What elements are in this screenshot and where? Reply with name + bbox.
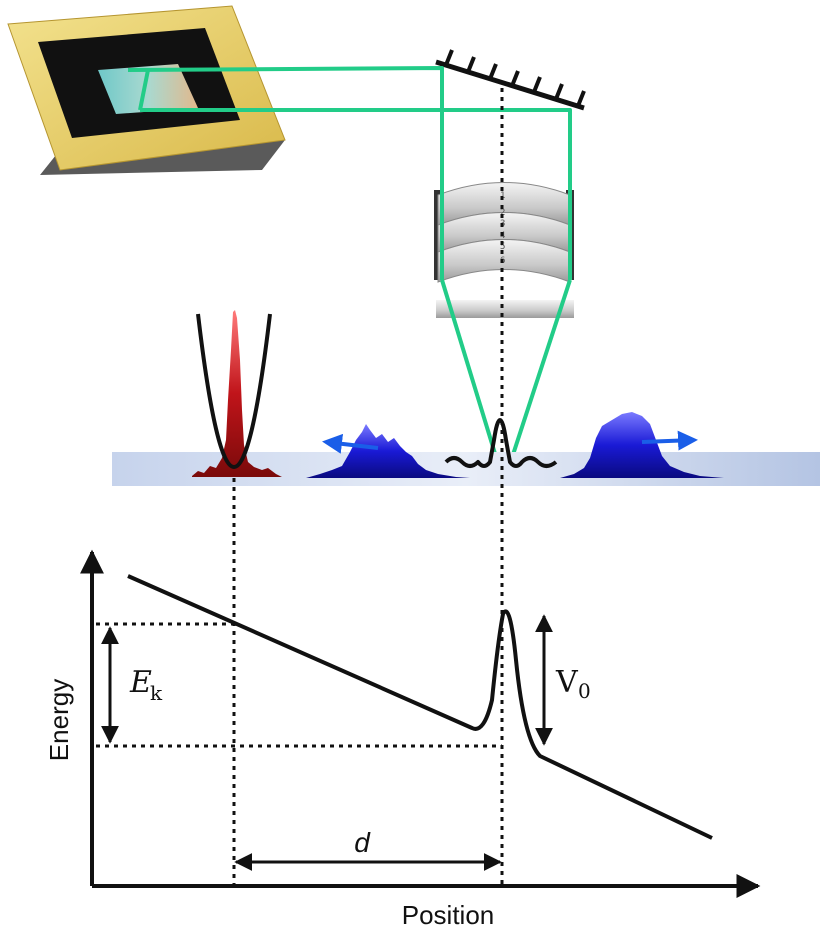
dotted-guides — [96, 88, 504, 888]
barrier-height-subscript: 0 — [578, 679, 591, 703]
moving-atom-cloud-right — [560, 412, 724, 478]
lens-marking: 5 — [500, 242, 505, 252]
laser-beam — [127, 66, 572, 471]
barrier-potential-wave — [444, 418, 558, 468]
right-motion-arrow — [641, 430, 698, 451]
mirror-icon — [435, 49, 586, 111]
kinetic-energy-subscript: k — [150, 681, 163, 705]
position-axis-label: Position — [402, 900, 495, 930]
lens-marking: 2 — [500, 208, 505, 218]
moving-atom-cloud-left — [306, 424, 470, 478]
left-motion-arrow — [322, 433, 379, 454]
distance-label: d — [354, 827, 371, 858]
barrier-height-label: V — [555, 665, 579, 700]
kinetic-energy-label: E — [129, 665, 152, 700]
energy-axis-label: Energy — [44, 679, 74, 761]
lens-stack-icon: 1 2 3 4 5 6 — [434, 182, 574, 318]
trap-potential-curve — [196, 313, 272, 469]
trapped-atom-cloud — [192, 310, 282, 477]
dmd-chip-icon — [7, 5, 286, 175]
energy-potential-curve — [127, 574, 713, 840]
